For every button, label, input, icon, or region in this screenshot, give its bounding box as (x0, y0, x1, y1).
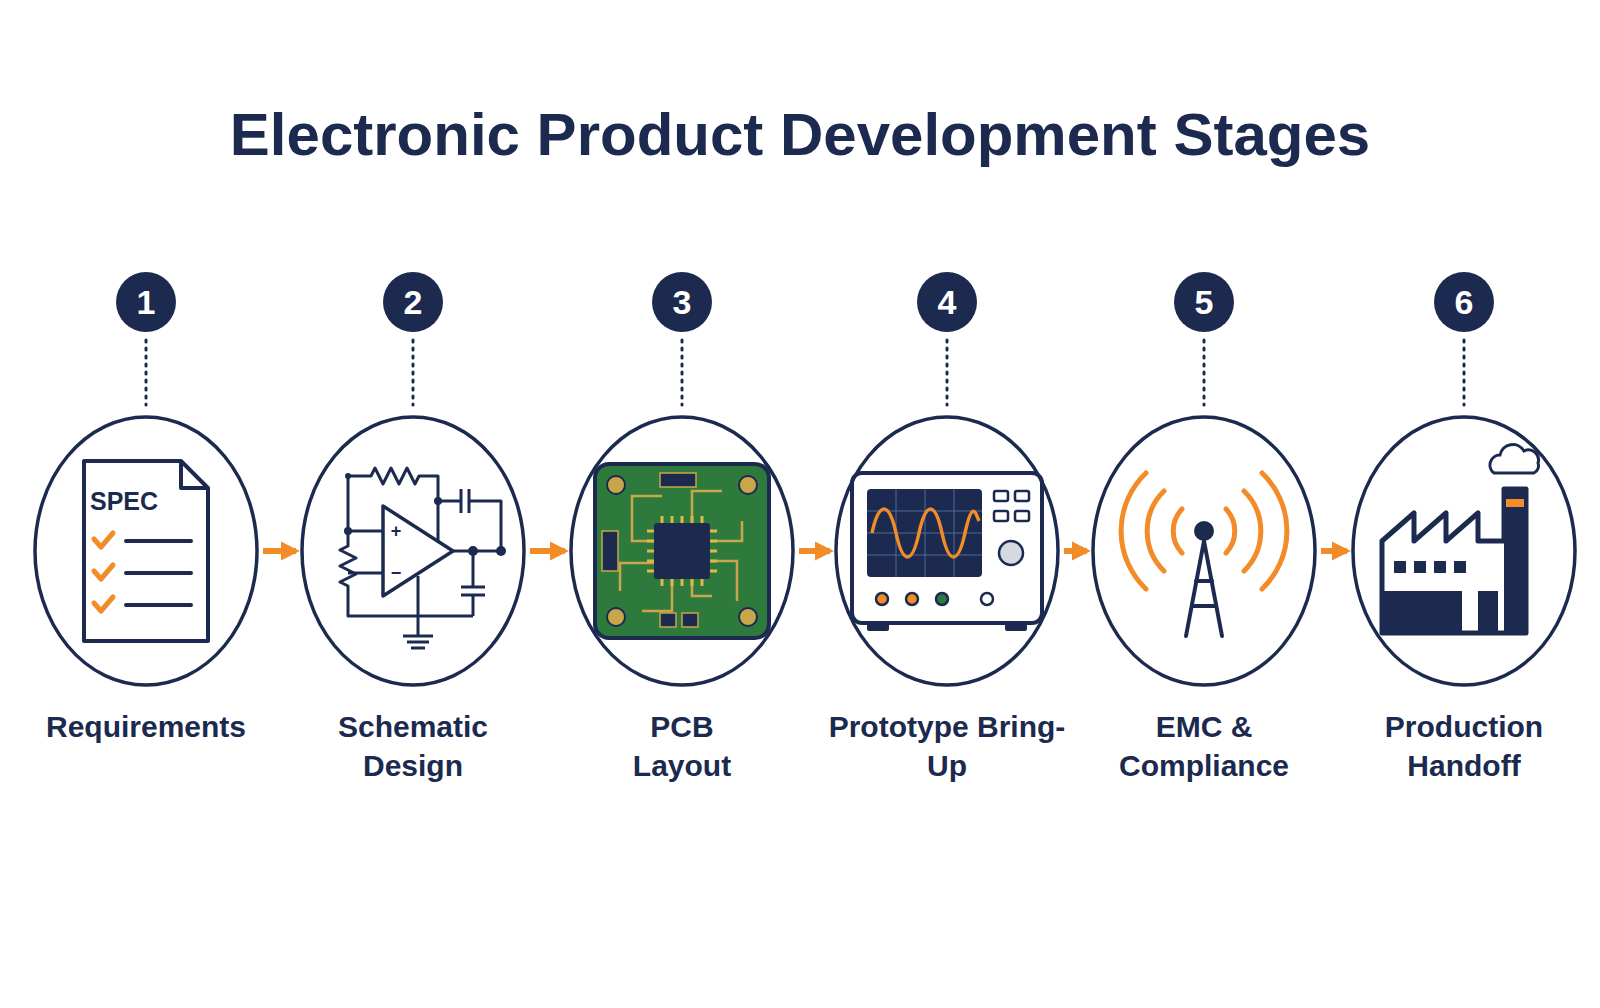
flow-arrow (1064, 548, 1087, 554)
stage-circle: Production Handoff (1351, 415, 1577, 687)
capacitor-symbol (461, 551, 485, 616)
stage-circle: PCB Layout (569, 415, 795, 687)
number-markers (116, 272, 1494, 332)
ellipse-outline (300, 415, 526, 687)
stage-label: Production Handoff (1344, 707, 1584, 785)
spec-document-icon (84, 461, 208, 641)
stage-circle: Requirements (33, 415, 259, 687)
step-number: 5 (1195, 285, 1214, 319)
stage-circle: Prototype Bring-Up (834, 415, 1060, 687)
ellipse-outline (1091, 415, 1317, 687)
spec-heading: SPEC (90, 489, 158, 514)
flow-arrow (1321, 548, 1347, 554)
step-number: 1 (137, 285, 156, 319)
antenna-icon (1121, 473, 1287, 636)
step-number: 3 (673, 285, 692, 319)
step-number: 4 (938, 285, 957, 319)
stage-label: Prototype Bring-Up (827, 707, 1067, 785)
ellipse-outline (834, 415, 1060, 687)
stage-label: PCB Layout (607, 707, 757, 785)
pin-sign: − (391, 564, 402, 582)
capacitor-symbol (438, 489, 501, 551)
schematic-icon (340, 468, 506, 648)
pcb-icon (595, 464, 769, 638)
stage-label: Schematic Design (293, 707, 533, 785)
diagram-title: Electronic Product Development Stages (0, 100, 1600, 169)
input-resistor (340, 476, 473, 616)
flow-arrow (530, 548, 565, 554)
flow-arrow (799, 548, 830, 554)
step-number: 6 (1455, 285, 1474, 319)
factory-icon (1382, 445, 1539, 633)
flow-arrow (263, 548, 296, 554)
stage-label: EMC & Compliance (1084, 707, 1324, 785)
dotted-leaders (146, 340, 1464, 405)
stage-label: Requirements (26, 707, 266, 746)
stage-circle: EMC & Compliance (1091, 415, 1317, 687)
ellipse-outline (569, 415, 795, 687)
step-number: 2 (404, 285, 423, 319)
ellipse-outline (33, 415, 259, 687)
stage-circle: Schematic Design (300, 415, 526, 687)
oscilloscope-icon (852, 473, 1042, 631)
pin-sign: + (391, 522, 402, 540)
ground-symbol (403, 576, 433, 648)
ellipse-outline (1351, 415, 1577, 687)
